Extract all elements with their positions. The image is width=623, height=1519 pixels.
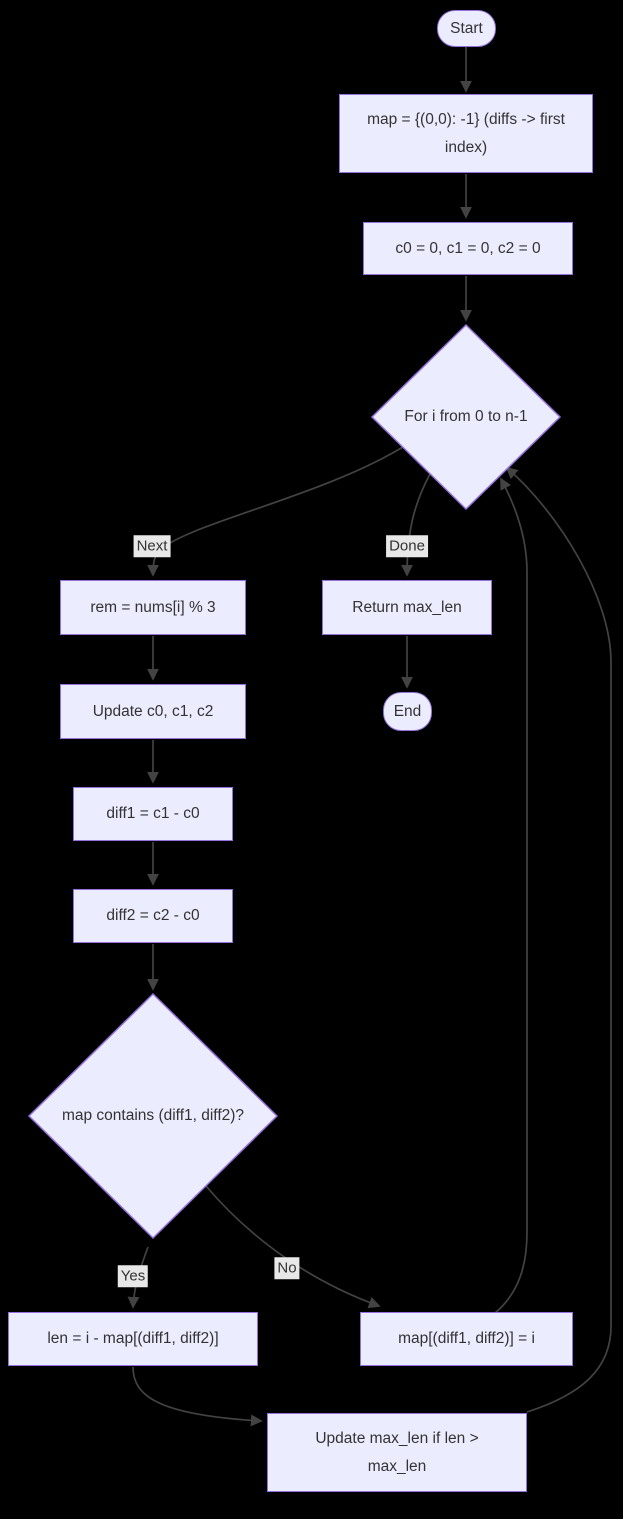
node-init-counts: c0 = 0, c1 = 0, c2 = 0: [363, 222, 573, 275]
node-end: End: [383, 692, 432, 731]
node-return-label: Return max_len: [352, 598, 462, 616]
node-diff1-label: diff1 = c1 - c0: [106, 805, 200, 823]
node-init-map-label: map = {(0,0): -1} (diffs -> first index): [367, 111, 565, 156]
edge-label-yes: Yes: [117, 1265, 149, 1287]
edge-label-next: Next: [133, 535, 171, 557]
node-set-map: map[(diff1, diff2)] = i: [360, 1312, 573, 1366]
node-diff1: diff1 = c1 - c0: [73, 787, 233, 841]
edge-label-done: Done: [386, 535, 428, 557]
node-loop-diamond: [370, 323, 562, 511]
node-rem: rem = nums[i] % 3: [60, 580, 246, 635]
node-return: Return max_len: [322, 580, 492, 635]
node-end-label: End: [393, 702, 422, 720]
node-rem-label: rem = nums[i] % 3: [90, 598, 216, 616]
node-loop-label: For i from 0 to n-1: [404, 408, 528, 425]
edge-update-max-to-loop: [505, 466, 612, 1413]
edge-set-map-to-loop: [494, 477, 528, 1314]
edge-len-to-update-max: [132, 1366, 263, 1427]
edge-loop-to-rem-next: [147, 446, 404, 577]
edge-check-to-set-map-no: [205, 1185, 381, 1309]
node-diff2-label: diff2 = c2 - c0: [106, 907, 200, 925]
node-start: Start: [437, 10, 496, 47]
node-check-diamond: [27, 992, 279, 1240]
node-update-counts-label: Update c0, c1, c2: [92, 702, 214, 720]
node-init-map: map = {(0,0): -1} (diffs -> first index): [339, 94, 593, 173]
node-set-map-label: map[(diff1, diff2)] = i: [398, 1330, 535, 1348]
node-start-label: Start: [450, 19, 483, 37]
node-diff2: diff2 = c2 - c0: [73, 889, 233, 943]
node-update-max: Update max_len if len > max_len: [267, 1413, 527, 1492]
node-update-max-label: Update max_len if len > max_len: [315, 1430, 479, 1475]
edge-loop-to-return-done: [401, 473, 431, 577]
node-update-counts: Update c0, c1, c2: [60, 684, 246, 739]
node-check-label: map contains (diff1, diff2)?: [61, 1107, 245, 1124]
node-len-label: len = i - map[(diff1, diff2)]: [47, 1330, 219, 1348]
node-init-counts-label: c0 = 0, c1 = 0, c2 = 0: [395, 239, 541, 257]
edge-label-no: No: [274, 1257, 300, 1279]
node-len: len = i - map[(diff1, diff2)]: [8, 1312, 258, 1366]
